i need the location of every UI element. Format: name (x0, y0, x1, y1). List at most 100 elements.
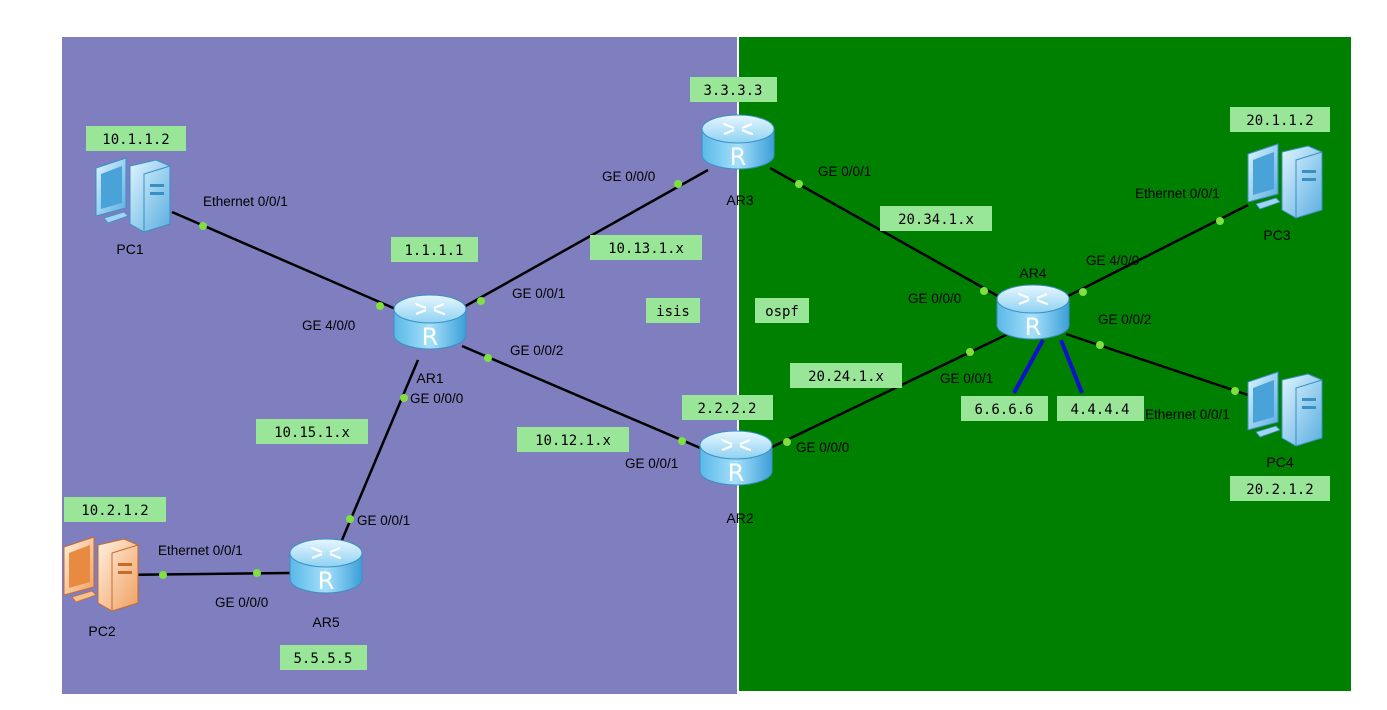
router-ar4[interactable] (995, 283, 1071, 343)
port-label: GE 4/0/0 (302, 318, 355, 333)
port-dot (678, 437, 686, 445)
port-dot (253, 569, 261, 577)
tag-pc4-ip: 20.2.1.2 (1230, 476, 1330, 501)
tag-pc2-ip: 10.2.1.2 (64, 497, 166, 522)
device-label-ar2: AR2 (726, 510, 753, 526)
area-label-text: isis (656, 304, 690, 320)
port-dot (477, 297, 485, 305)
link-ar4-loopback-6 (1012, 339, 1045, 394)
link-ar1-ar3 (461, 168, 709, 310)
tag-text: 3.3.3.3 (703, 83, 762, 99)
tag-text: 1.1.1.1 (404, 243, 463, 259)
device-label-pc1: PC1 (116, 241, 143, 257)
link-ar1-ar5 (340, 359, 420, 541)
pc-icon (95, 157, 171, 233)
tag-text: 6.6.6.6 (974, 402, 1033, 418)
pc-icon (1247, 371, 1323, 447)
router-ar3[interactable] (700, 113, 776, 173)
port-dot (346, 515, 354, 523)
pc-pc2[interactable] (63, 536, 139, 612)
tag-text: 10.2.1.2 (81, 503, 148, 519)
router-ar1[interactable] (392, 293, 468, 353)
port-label: GE 0/0/0 (796, 440, 849, 455)
router-icon (288, 537, 364, 597)
device-label-pc4: PC4 (1266, 454, 1293, 470)
pc-icon (63, 536, 139, 612)
device-label-pc2: PC2 (88, 623, 115, 639)
port-label: Ethernet 0/0/1 (203, 194, 288, 209)
tag-ar3-id: 3.3.3.3 (690, 77, 777, 102)
port-dots (159, 180, 1239, 579)
port-label: GE 0/0/1 (940, 371, 993, 386)
port-dot (400, 394, 408, 402)
pc-pc4[interactable] (1247, 371, 1323, 447)
link-pc1-ar1 (171, 210, 399, 312)
port-label: GE 0/0/0 (410, 391, 463, 406)
tag-text: 10.13.1.x (608, 241, 684, 257)
link-pc2-ar5 (117, 571, 291, 577)
device-label-ar5: AR5 (312, 614, 339, 630)
tag-net-ar1-ar3: 10.13.1.x (590, 235, 702, 260)
port-dot (484, 354, 492, 362)
tag-text: 10.15.1.x (274, 425, 350, 441)
tag-text: 5.5.5.5 (293, 651, 352, 667)
pc-pc3[interactable] (1247, 143, 1323, 219)
device-label-ar1: AR1 (416, 370, 443, 386)
tag-ar4-loopback-4: 4.4.4.4 (1057, 396, 1144, 421)
port-label: GE 4/0/0 (1086, 253, 1139, 268)
tag-text: 4.4.4.4 (1070, 402, 1129, 418)
port-label: GE 0/0/1 (625, 456, 678, 471)
port-label: GE 0/0/0 (602, 169, 655, 184)
port-label: GE 0/0/0 (215, 595, 268, 610)
port-dot (674, 180, 682, 188)
tag-pc3-ip: 20.1.1.2 (1230, 107, 1330, 132)
port-dot (159, 571, 167, 579)
port-label: GE 0/0/0 (908, 291, 961, 306)
tag-net-ar2-ar4: 20.24.1.x (790, 363, 902, 388)
tag-text: 20.34.1.x (898, 212, 974, 228)
link-ar3-ar4 (769, 166, 1006, 302)
area-label-ospf: ospf (755, 298, 809, 323)
area-label-isis: isis (646, 298, 700, 323)
port-label: GE 0/0/1 (512, 286, 565, 301)
port-dot (783, 438, 791, 446)
port-label: GE 0/0/1 (818, 164, 871, 179)
port-label: GE 0/0/2 (1098, 312, 1151, 327)
tag-text: 2.2.2.2 (697, 401, 756, 417)
router-icon (700, 113, 776, 173)
port-dot (1216, 217, 1224, 225)
port-label: Ethernet 0/0/1 (158, 543, 243, 558)
tag-net-ar1-ar5: 10.15.1.x (256, 419, 368, 444)
router-icon (698, 429, 774, 489)
tag-text: 20.2.1.2 (1246, 482, 1313, 498)
port-dot (376, 302, 384, 310)
router-ar2[interactable] (698, 429, 774, 489)
tag-ar1-id: 1.1.1.1 (391, 237, 478, 262)
port-label: Ethernet 0/0/1 (1145, 407, 1230, 422)
port-dot (1231, 387, 1239, 395)
router-icon (392, 293, 468, 353)
tag-text: 10.12.1.x (535, 433, 611, 449)
tag-text: 20.1.1.2 (1246, 113, 1313, 129)
area-label-text: ospf (765, 304, 799, 320)
link-ar4-loopback-4 (1059, 339, 1084, 394)
tag-net-ar3-ar4: 20.34.1.x (880, 206, 992, 231)
router-icon (995, 283, 1071, 343)
tag-net-ar1-ar2: 10.12.1.x (517, 427, 629, 452)
port-dot (1079, 288, 1087, 296)
device-label-ar3: AR3 (726, 192, 753, 208)
device-label-ar4: AR4 (1019, 265, 1046, 281)
tag-ar4-loopback-6: 6.6.6.6 (961, 396, 1048, 421)
port-label: GE 0/0/1 (357, 513, 410, 528)
pc-pc1[interactable] (95, 157, 171, 233)
tag-text: 20.24.1.x (808, 369, 884, 385)
port-dot (199, 222, 207, 230)
port-dot (966, 348, 974, 356)
router-ar5[interactable] (288, 537, 364, 597)
link-ar1-ar2 (461, 344, 706, 452)
port-dot (980, 287, 988, 295)
port-label: GE 0/0/2 (510, 343, 563, 358)
tag-ar2-id: 2.2.2.2 (682, 395, 773, 420)
tag-text: 10.1.1.2 (102, 132, 169, 148)
